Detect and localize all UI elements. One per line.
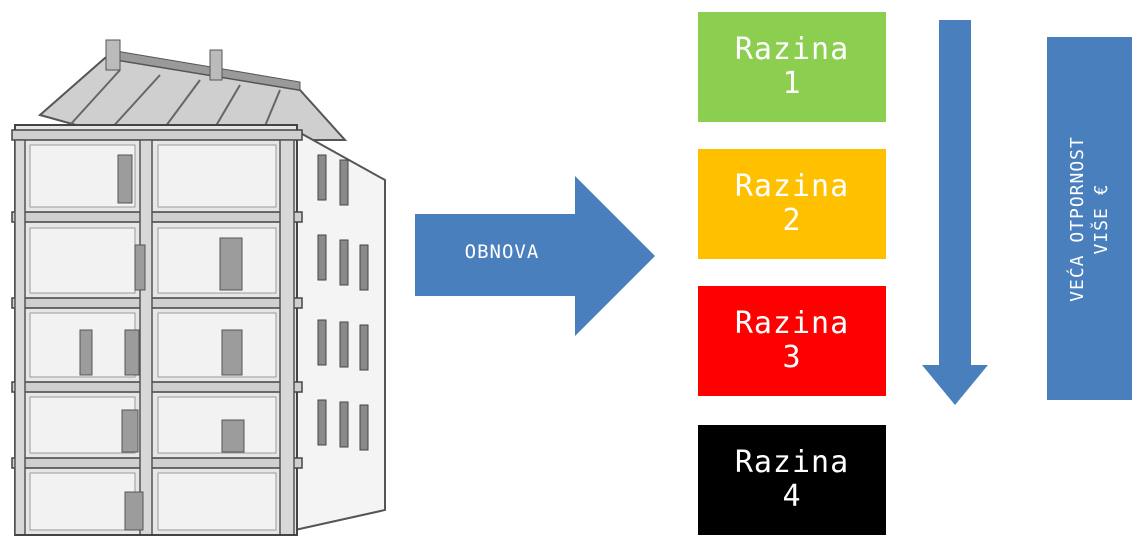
level-box-4: Razina 4 [698,425,886,535]
level-word: Razina [734,445,850,480]
level-number: 3 [782,340,802,375]
level-number: 2 [782,203,802,238]
side-box: VEĆA OTPORNOST VIŠE € [1047,37,1132,400]
arrow-right-icon [415,176,655,336]
level-word: Razina [734,169,850,204]
level-number: 4 [782,479,802,514]
level-box-1: Razina 1 [698,12,886,122]
level-box-3: Razina 3 [698,286,886,396]
arrow-down-icon [922,20,988,405]
level-number: 1 [782,66,802,101]
level-word: Razina [734,32,850,67]
side-text: VEĆA OTPORNOST VIŠE € [1066,37,1114,400]
level-word: Razina [734,306,850,341]
arrow-label: OBNOVA [464,241,540,263]
level-box-2: Razina 2 [698,149,886,259]
side-text-line2: VIŠE € [1090,182,1112,255]
side-text-line1: VEĆA OTPORNOST [1066,135,1088,302]
building-cross-section-icon [11,39,386,536]
